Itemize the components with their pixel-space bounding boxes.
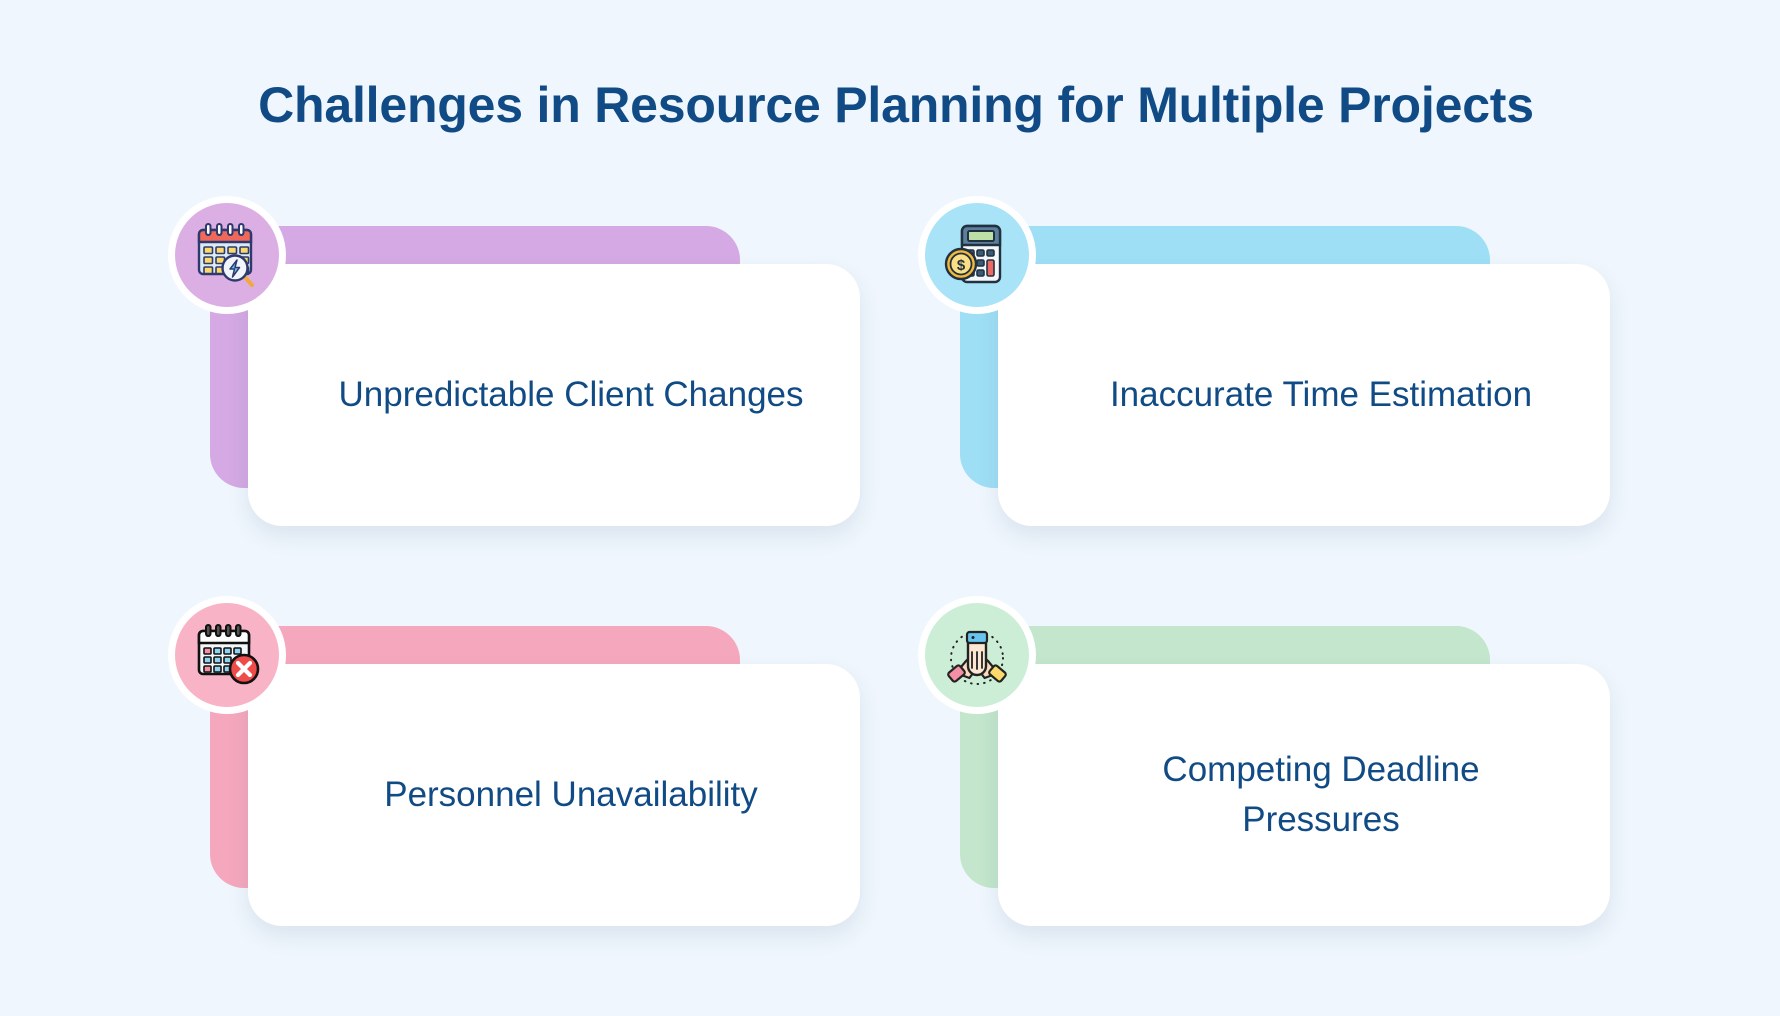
card-panel: Unpredictable Client Changes bbox=[248, 264, 860, 526]
challenge-card[interactable]: Personnel Unavailability bbox=[168, 596, 860, 926]
challenge-card[interactable]: Inaccurate Time Estimation bbox=[918, 196, 1610, 526]
card-icon-disc: $ bbox=[925, 203, 1029, 307]
card-title: Unpredictable Client Changes bbox=[338, 375, 804, 415]
card-panel: Competing Deadline Pressures bbox=[998, 664, 1610, 926]
calendar-search-icon bbox=[190, 218, 264, 292]
challenge-card-grid: Unpredictable Client Changes bbox=[0, 196, 1780, 966]
calendar-cancel-icon bbox=[190, 618, 264, 692]
challenge-card[interactable]: Competing Deadline Pressures bbox=[918, 596, 1610, 926]
card-icon-badge bbox=[168, 596, 286, 714]
card-icon-badge: $ bbox=[918, 196, 1036, 314]
challenge-card[interactable]: Unpredictable Client Changes bbox=[168, 196, 860, 526]
page-title: Challenges in Resource Planning for Mult… bbox=[258, 77, 1534, 133]
card-panel: Inaccurate Time Estimation bbox=[998, 264, 1610, 526]
card-title: Competing Deadline Pressures bbox=[1162, 750, 1480, 839]
card-title: Inaccurate Time Estimation bbox=[1109, 375, 1533, 415]
card-icon-disc bbox=[175, 603, 279, 707]
card-panel: Personnel Unavailability bbox=[248, 664, 860, 926]
calculator-coin-icon: $ bbox=[940, 218, 1014, 292]
card-icon-disc bbox=[175, 203, 279, 307]
teamwork-hands-icon bbox=[940, 618, 1014, 692]
card-icon-disc bbox=[925, 603, 1029, 707]
card-icon-badge bbox=[168, 196, 286, 314]
card-icon-badge bbox=[918, 596, 1036, 714]
card-title: Personnel Unavailability bbox=[384, 775, 758, 815]
svg-text:$: $ bbox=[957, 257, 966, 274]
